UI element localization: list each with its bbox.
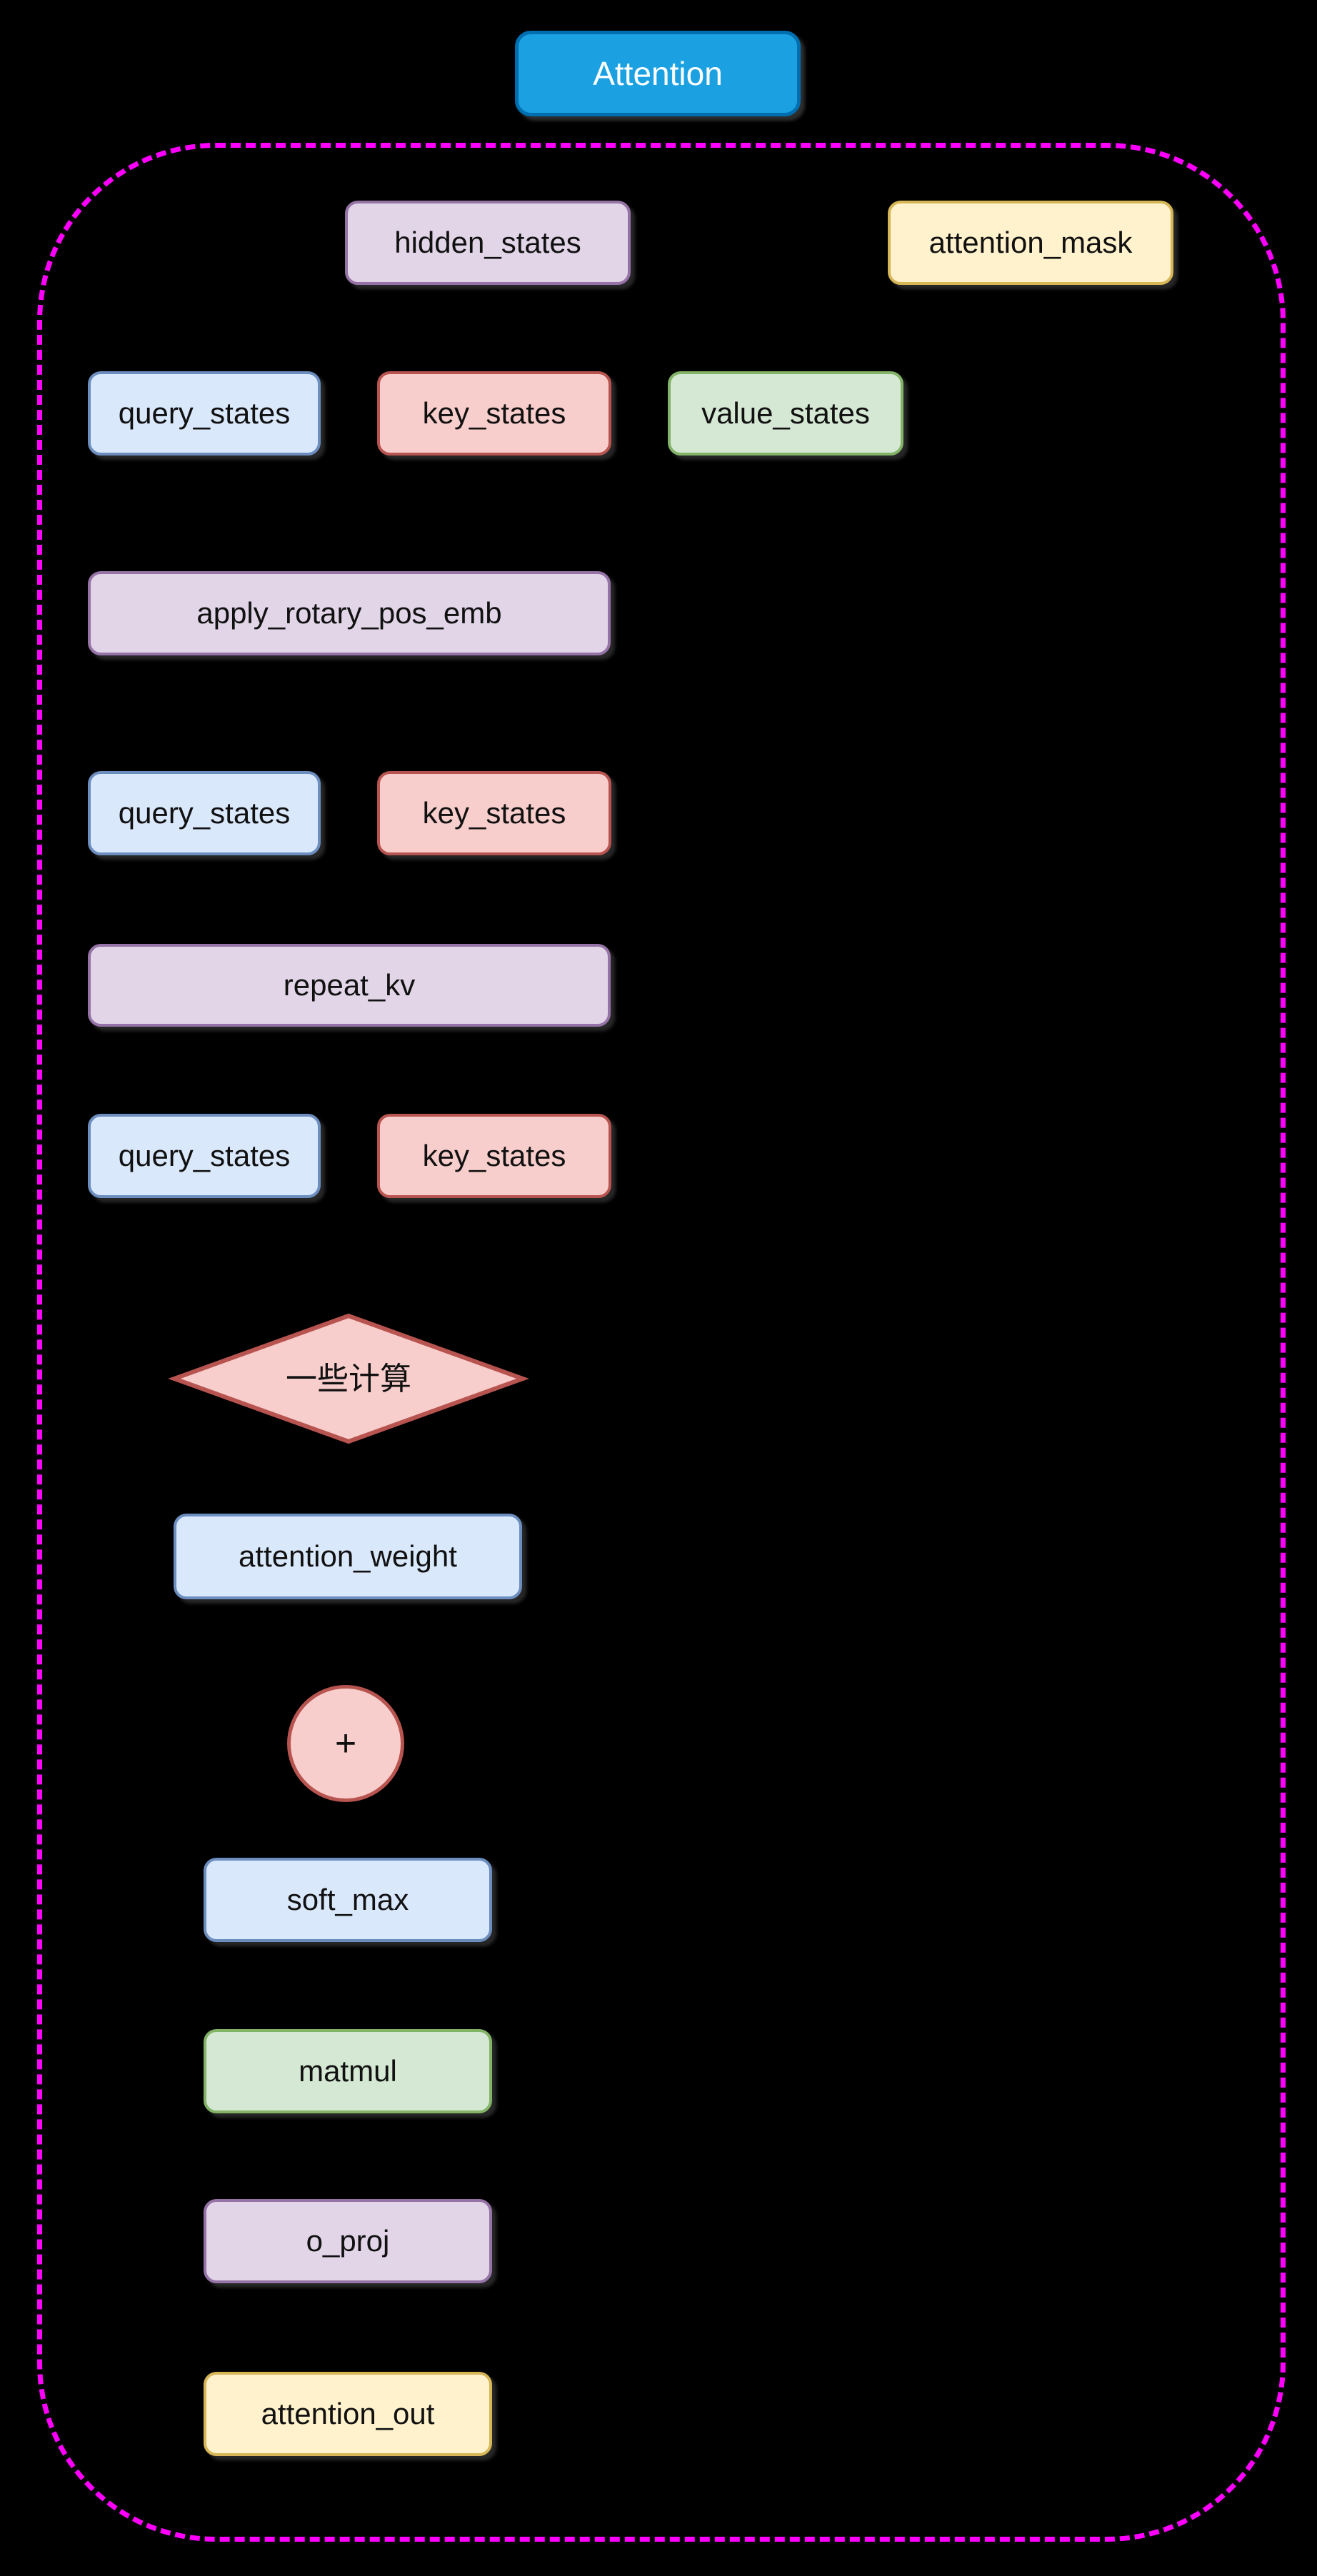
diamond-shape bbox=[168, 1313, 529, 1444]
node-attention-out: attention_out bbox=[204, 2372, 492, 2456]
title-node-attention: Attention bbox=[515, 31, 801, 116]
node-query-states-2: query_states bbox=[88, 771, 321, 855]
node-apply-rotary-pos-emb: apply_rotary_pos_emb bbox=[88, 571, 611, 655]
node-soft-max-label: soft_max bbox=[286, 1883, 409, 1916]
node-key-states-2: key_states bbox=[377, 771, 611, 855]
title-label: Attention bbox=[593, 55, 723, 92]
node-repeat-kv: repeat_kv bbox=[88, 944, 611, 1027]
node-plus-operator-label: + bbox=[334, 1723, 357, 1764]
node-soft-max: soft_max bbox=[204, 1858, 492, 1942]
node-attention-out-label: attention_out bbox=[261, 2397, 435, 2430]
node-attention-weight-label: attention_weight bbox=[239, 1539, 457, 1573]
node-hidden-states-label: hidden_states bbox=[394, 226, 581, 259]
node-value-states-label: value_states bbox=[701, 396, 870, 430]
node-query-states-2-label: query_states bbox=[118, 796, 291, 830]
node-plus-operator: + bbox=[287, 1685, 404, 1802]
node-matmul-label: matmul bbox=[299, 2054, 397, 2088]
node-key-states-1-label: key_states bbox=[422, 396, 566, 430]
node-o-proj: o_proj bbox=[204, 2199, 492, 2283]
node-hidden-states: hidden_states bbox=[345, 201, 631, 285]
node-o-proj-label: o_proj bbox=[306, 2224, 390, 2258]
node-query-states-1: query_states bbox=[88, 371, 321, 456]
node-key-states-3-label: key_states bbox=[422, 1139, 566, 1172]
node-attention-weight: attention_weight bbox=[174, 1514, 522, 1599]
node-repeat-kv-label: repeat_kv bbox=[283, 968, 416, 1002]
node-query-states-3: query_states bbox=[88, 1114, 321, 1198]
node-value-states: value_states bbox=[668, 371, 903, 456]
node-attention-mask: attention_mask bbox=[888, 201, 1173, 285]
diamond-label: 一些计算 bbox=[286, 1362, 411, 1397]
decision-diamond-some-computation: 一些计算 bbox=[168, 1313, 529, 1444]
node-key-states-1: key_states bbox=[377, 371, 611, 456]
node-key-states-2-label: key_states bbox=[422, 796, 566, 830]
node-apply-rotary-pos-emb-label: apply_rotary_pos_emb bbox=[196, 596, 502, 630]
attention-group-container bbox=[37, 143, 1286, 2542]
node-attention-mask-label: attention_mask bbox=[928, 226, 1133, 259]
node-matmul: matmul bbox=[204, 2029, 492, 2113]
node-key-states-3: key_states bbox=[377, 1114, 611, 1198]
node-query-states-3-label: query_states bbox=[118, 1139, 291, 1172]
node-query-states-1-label: query_states bbox=[118, 396, 291, 430]
